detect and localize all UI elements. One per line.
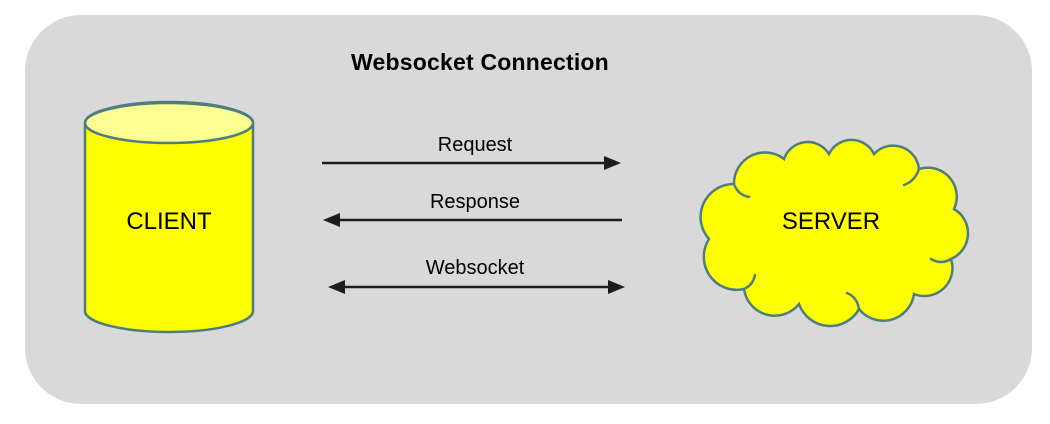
- request-arrow-label: Request: [437, 134, 513, 156]
- request-arrow: [322, 156, 621, 170]
- websocket-arrow-label: Websocket: [425, 257, 525, 279]
- response-arrow: [323, 213, 622, 227]
- cloud-outline: [699, 138, 970, 328]
- right-arrowhead-icon: [608, 280, 625, 294]
- diagram-title: Websocket Connection: [351, 49, 609, 75]
- connection-arrows: [322, 156, 625, 294]
- client-cylinder-shape: [83, 100, 255, 334]
- server-label: SERVER: [781, 208, 881, 235]
- client-label: CLIENT: [126, 208, 212, 235]
- cloud-tick: [845, 291, 861, 311]
- cloud-tick: [902, 167, 921, 187]
- left-arrowhead-icon: [323, 213, 340, 227]
- cloud-tick: [732, 182, 751, 199]
- response-arrow-label: Response: [429, 191, 521, 213]
- cloud-tick: [929, 257, 953, 264]
- right-arrowhead-icon: [604, 156, 621, 170]
- cloud-tick: [742, 273, 757, 291]
- left-arrowhead-icon: [328, 280, 345, 294]
- websocket-arrow: [328, 280, 625, 294]
- server-cloud-shape: [699, 138, 970, 328]
- cylinder-top: [83, 101, 255, 145]
